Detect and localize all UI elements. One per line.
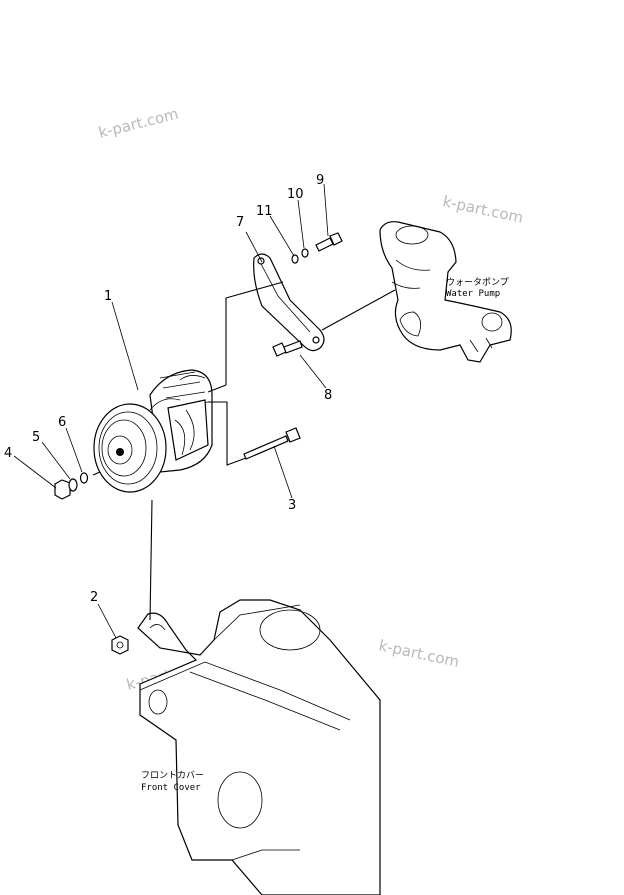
callout-10: 10 [287,187,304,202]
nut-washer-stack [54,472,89,500]
callout-2: 2 [90,590,98,605]
alternator-part [93,369,213,493]
water-pump-part [379,221,512,363]
long-bolt-part [243,427,301,460]
bracket-plate-part [253,253,325,352]
water-pump-label-jp: ウォータポンプ [446,277,509,288]
callout-6: 6 [58,415,66,430]
callout-1: 1 [104,289,112,304]
watermark: k-part.com [97,105,181,142]
callout-4: 4 [4,446,12,461]
callout-8: 8 [324,388,332,403]
watermark: k-part.com [441,192,525,227]
assembly-lines [13,183,396,639]
front-cover-label-jp: フロントカバー [141,770,204,781]
adjust-bolt-part [291,232,343,264]
callout-9: 9 [316,173,324,188]
watermark: k-part.com [377,636,461,671]
front-cover-label-en: Front Cover [141,783,201,793]
callout-3: 3 [288,498,296,513]
water-pump-label-en: Water Pump [446,289,500,299]
callout-11: 11 [256,204,273,219]
callout-7: 7 [236,215,244,230]
callout-5: 5 [32,430,40,445]
front-cover-part [137,599,381,895]
pivot-bolt-part [272,340,303,357]
nut-part [111,635,129,655]
